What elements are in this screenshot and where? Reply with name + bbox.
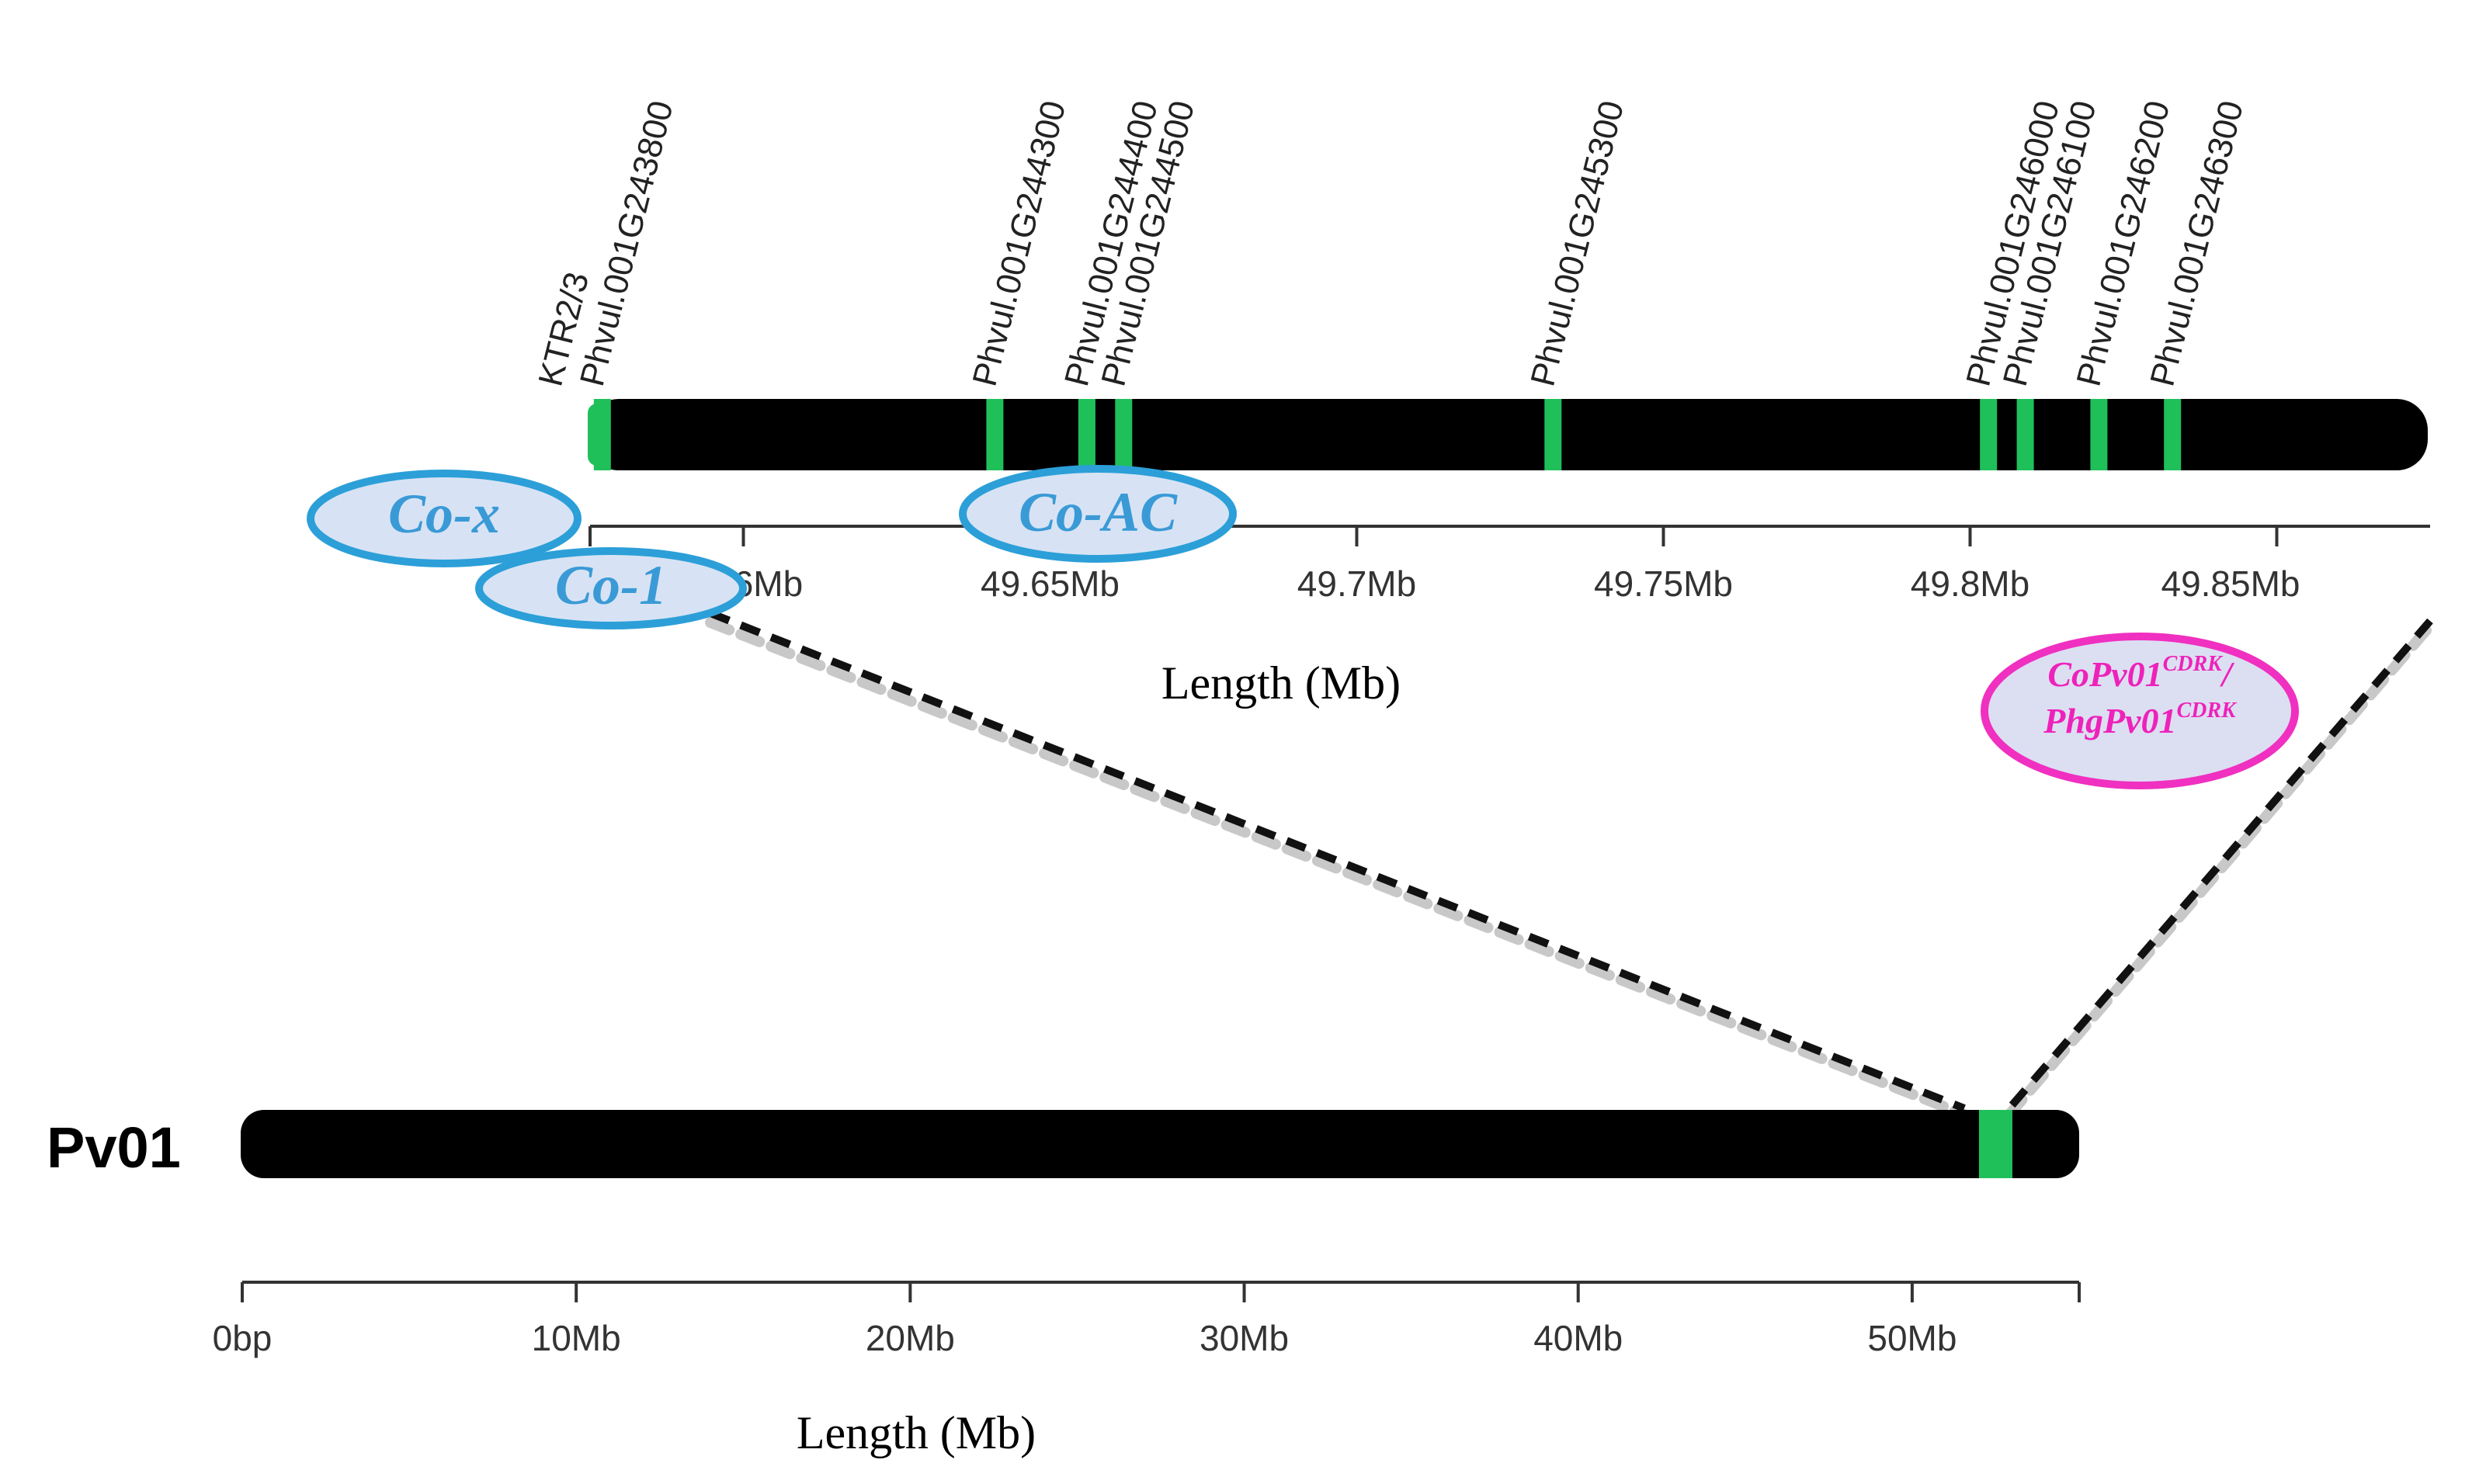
chromosome-axis-ticks: 0bp 10Mb 20Mb 30Mb 40Mb 50Mb (213, 1282, 2081, 1358)
chromosome-axis-tick-label: 0bp (213, 1318, 273, 1358)
detail-axis-tick-label: 49.75Mb (1594, 563, 1733, 604)
chromosome-axis-tick-label: 20Mb (866, 1318, 955, 1358)
detail-axis-tick-label: 49.65Mb (981, 563, 1120, 604)
detail-chromosome-bar (588, 399, 2428, 470)
gene-mark (1115, 399, 1133, 470)
chromosome-highlight-region (1978, 1110, 2012, 1178)
locus-cdrk-ellipse (1981, 633, 2299, 789)
gene-mark (1078, 399, 1095, 470)
chromosome-axis-tick-label: 10Mb (532, 1318, 621, 1358)
gene-mark (1544, 399, 1562, 470)
gene-mark (2016, 399, 2034, 470)
gene-marks (593, 399, 2182, 470)
chromosome-axis-tick-label: 50Mb (1867, 1318, 1957, 1358)
locus-co-ac-ellipse (959, 465, 1237, 563)
connector-left-shadow (705, 617, 1970, 1120)
locus-co-x-label: Co-x (388, 483, 500, 545)
locus-cdrk: CoPv01CDRK/ PhgPv01CDRK (1981, 633, 2299, 789)
chromosome-pv01-bar (241, 1110, 2079, 1178)
gene-mark (986, 399, 1004, 470)
detail-axis-tick-label: 49.7Mb (1297, 563, 1416, 604)
connector-left (709, 609, 1966, 1112)
locus-co-1-label: Co-1 (555, 554, 667, 616)
gene-label: Phvul.001G244300 (966, 97, 1074, 390)
connector-right (2006, 618, 2433, 1111)
locus-co-ac-label: Co-AC (1019, 481, 1178, 543)
detail-axis-title: Length (Mb) (1161, 657, 1401, 709)
detail-axis-tick-label: 49.8Mb (1911, 563, 2029, 604)
gene-mark (2164, 399, 2182, 470)
locus-cdrk-line1: CoPv01CDRK/ (2047, 652, 2234, 694)
chromosome-axis-tick-label: 40Mb (1533, 1318, 1623, 1358)
gene-mark (1980, 399, 1998, 470)
chromosome-axis-tick-label: 30Mb (1200, 1318, 1289, 1358)
gene-label: Phvul.001G243800 (573, 97, 681, 390)
gene-label: Phvul.001G245300 (1523, 97, 1631, 390)
locus-co-x-ellipse (307, 470, 582, 567)
gene-mark (593, 399, 611, 470)
detail-bar (588, 399, 2428, 470)
locus-co-1-ellipse (475, 547, 747, 629)
locus-co-x: Co-x (307, 470, 582, 567)
chromosome-axis-title: Length (Mb) (797, 1407, 1036, 1458)
locus-co-1: Co-1 (475, 547, 747, 629)
chromosome-axis: 0bp 10Mb 20Mb 30Mb 40Mb 50Mb Length (Mb) (213, 1281, 2081, 1458)
locus-cdrk-line2: PhgPv01CDRK (2043, 699, 2238, 740)
zoom-connectors (705, 609, 2433, 1120)
gene-mark (2090, 399, 2108, 470)
detail-axis-tick-label: 49.85Mb (2161, 563, 2300, 604)
chromosome-name: Pv01 (47, 1115, 181, 1180)
locus-co-ac: Co-AC (959, 465, 1237, 563)
